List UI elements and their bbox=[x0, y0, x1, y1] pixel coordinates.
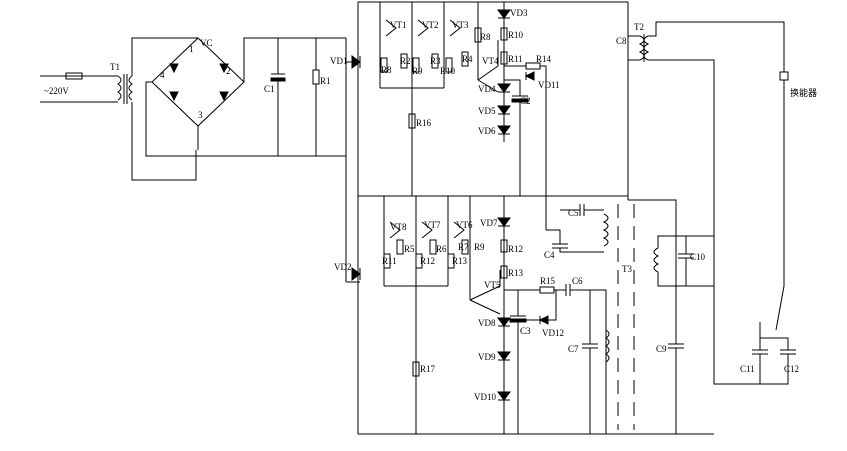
R14-label: R14 bbox=[536, 54, 552, 64]
capacitor-C9: C9 bbox=[628, 199, 684, 434]
R13-right-label: R13 bbox=[508, 268, 524, 278]
VT7-label: VT7 bbox=[424, 220, 441, 230]
C3-label: C3 bbox=[520, 326, 531, 336]
R4-label: R4 bbox=[462, 54, 473, 64]
R9-bottom-label: R9 bbox=[474, 242, 485, 252]
R9-top-label: R9 bbox=[412, 66, 423, 76]
C4-label: C4 bbox=[544, 250, 555, 260]
VD3-label: VD3 bbox=[510, 8, 528, 18]
R12-left-label: R12 bbox=[420, 256, 435, 266]
mains-label: ~220V bbox=[44, 86, 69, 96]
mains-input: ~220V bbox=[40, 72, 118, 103]
R11-right-label: R11 bbox=[508, 54, 523, 64]
output-caps: C11 C12 bbox=[740, 322, 799, 385]
bridge-pin4-label: 4 bbox=[160, 70, 165, 80]
transformer-T1: T1 bbox=[110, 37, 198, 181]
T3-label: T3 bbox=[622, 264, 632, 274]
VD10-label: VD10 bbox=[474, 392, 496, 402]
transformer-T2: T2 C8 bbox=[616, 21, 785, 385]
upper-bias-chain: VD3 R10 R11 R14 VD11 C2 VD4 VD5 VD6 bbox=[478, 2, 560, 230]
transformer-T3: T3 bbox=[617, 204, 635, 430]
R8-right-label: R8 bbox=[480, 32, 491, 42]
mid-resonant: C5 C4 bbox=[544, 204, 609, 260]
R11-left-label: R11 bbox=[382, 256, 397, 266]
lower-driver: VT8 VT7 VT6 VT5 R5 R6 R7 R9 R11 R12 R13 … bbox=[382, 196, 501, 434]
dc-filter: C1 R1 bbox=[264, 38, 331, 156]
R5-label: R5 bbox=[404, 244, 415, 254]
VD1-label: VD1 bbox=[330, 56, 348, 66]
fuse bbox=[65, 72, 83, 80]
C12-label: C12 bbox=[784, 364, 799, 374]
C2-label: C2 bbox=[520, 96, 531, 106]
VC-label: VC bbox=[200, 38, 213, 48]
R2-label: R2 bbox=[400, 56, 411, 66]
T3-secondary: C10 bbox=[653, 235, 714, 287]
C6-label: C6 bbox=[572, 276, 583, 286]
VD8-label: VD8 bbox=[478, 318, 496, 328]
VD6-label: VD6 bbox=[478, 126, 496, 136]
VD4-label: VD4 bbox=[478, 84, 496, 94]
C8-label: C8 bbox=[616, 36, 627, 46]
R8-left-label: R8 bbox=[381, 65, 392, 75]
supply-rails bbox=[357, 1, 714, 435]
bridge-rectifier: VC 1 2 3 4 bbox=[145, 37, 346, 157]
R10-right-label: R10 bbox=[508, 30, 524, 40]
bridge-pin3-label: 3 bbox=[198, 110, 203, 120]
C11-label: C11 bbox=[740, 364, 755, 374]
T1-label: T1 bbox=[110, 62, 120, 72]
R7-label: R7 bbox=[458, 242, 469, 252]
lower-bias-chain: VD7 R12 R13 R15 C6 C3 VD12 C7 VD8 VD9 VD… bbox=[474, 196, 610, 434]
C1-label: C1 bbox=[264, 84, 275, 94]
diode-VD2: VD2 bbox=[334, 262, 361, 283]
upper-driver: VT1 VT2 VT3 VT4 R2 R3 R4 R8 R9 R10 R8 R1… bbox=[379, 2, 499, 196]
R13-left-label: R13 bbox=[452, 256, 468, 266]
transducer-label: 换能器 bbox=[790, 87, 817, 98]
bridge-pin1-label: 1 bbox=[189, 44, 194, 54]
C9-label: C9 bbox=[656, 344, 667, 354]
VT5-label: VT5 bbox=[484, 280, 501, 290]
C5-label: C5 bbox=[568, 208, 579, 218]
VD7-label: VD7 bbox=[480, 218, 498, 228]
R17-label: R17 bbox=[420, 364, 436, 374]
R6-label: R6 bbox=[436, 244, 447, 254]
R1-label: R1 bbox=[320, 76, 331, 86]
VT8-label: VT8 bbox=[390, 222, 407, 232]
R16-label: R16 bbox=[416, 118, 432, 128]
VT2-label: VT2 bbox=[422, 20, 439, 30]
VD12-label: VD12 bbox=[542, 328, 564, 338]
T2-label: T2 bbox=[634, 22, 644, 32]
VT1-label: VT1 bbox=[390, 20, 407, 30]
VT6-label: VT6 bbox=[456, 220, 473, 230]
VT3-label: VT3 bbox=[452, 20, 469, 30]
bridge-pin2-label: 2 bbox=[226, 66, 231, 76]
transducer: 换能器 bbox=[775, 71, 817, 331]
R12-right-label: R12 bbox=[508, 244, 523, 254]
C10-label: C10 bbox=[690, 252, 706, 262]
VD2-label: VD2 bbox=[334, 262, 352, 272]
R3-label: R3 bbox=[430, 56, 441, 66]
R15-label: R15 bbox=[540, 276, 556, 286]
diode-VD1: VD1 bbox=[330, 38, 361, 282]
C7-label: C7 bbox=[568, 344, 579, 354]
VD11-label: VD11 bbox=[538, 80, 560, 90]
VD9-label: VD9 bbox=[478, 352, 496, 362]
R10-left-label: R10 bbox=[440, 66, 456, 76]
VT4-label: VT4 bbox=[482, 56, 499, 66]
VD5-label: VD5 bbox=[478, 106, 496, 116]
